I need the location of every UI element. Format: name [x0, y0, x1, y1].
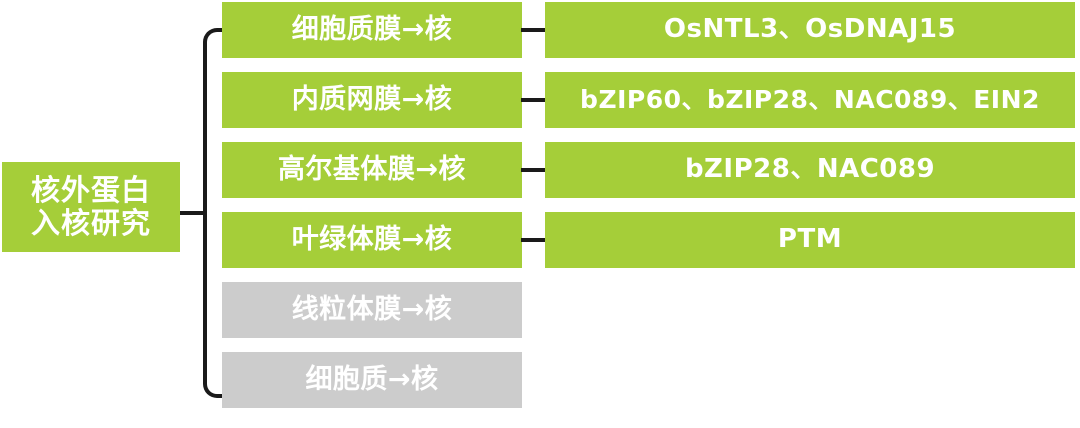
pathway-label-5: 线粒体膜→核 [291, 294, 453, 326]
protein-label-2: bZIP60、bZIP28、NAC089、EIN2 [580, 84, 1040, 114]
pathway-label-6: 细胞质→核 [305, 364, 439, 396]
brace-connector [203, 28, 227, 398]
pathway-protein-connector-1 [521, 28, 547, 32]
pathway-protein-connector-2 [521, 98, 547, 102]
pathway-node-6: 细胞质→核 [222, 352, 522, 408]
pathway-label-4: 叶绿体膜→核 [291, 224, 453, 256]
protein-label-1: OsNTL3、OsDNAJ15 [663, 14, 957, 45]
root-connector-line [180, 211, 207, 215]
root-label-line-1: 核外蛋白 [30, 172, 151, 207]
pathway-node-4: 叶绿体膜→核 [222, 212, 522, 268]
pathway-label-2: 内质网膜→核 [291, 84, 453, 116]
pathway-node-2: 内质网膜→核 [222, 72, 522, 128]
pathway-node-3: 高尔基体膜→核 [222, 142, 522, 198]
pathway-label-3: 高尔基体膜→核 [277, 154, 467, 186]
pathway-protein-connector-3 [521, 168, 547, 172]
pathway-node-1: 细胞质膜→核 [222, 2, 522, 58]
root-node: 核外蛋白 入核研究 [2, 162, 180, 252]
protein-node-1: OsNTL3、OsDNAJ15 [545, 2, 1075, 58]
protein-label-4: PTM [777, 224, 843, 255]
pathway-node-5: 线粒体膜→核 [222, 282, 522, 338]
pathway-label-1: 细胞质膜→核 [291, 14, 453, 46]
protein-node-3: bZIP28、NAC089 [545, 142, 1075, 198]
protein-label-3: bZIP28、NAC089 [684, 154, 936, 185]
root-label-line-2: 入核研究 [30, 206, 151, 240]
protein-node-4: PTM [545, 212, 1075, 268]
pathway-protein-connector-4 [521, 238, 547, 242]
protein-node-2: bZIP60、bZIP28、NAC089、EIN2 [545, 72, 1075, 128]
